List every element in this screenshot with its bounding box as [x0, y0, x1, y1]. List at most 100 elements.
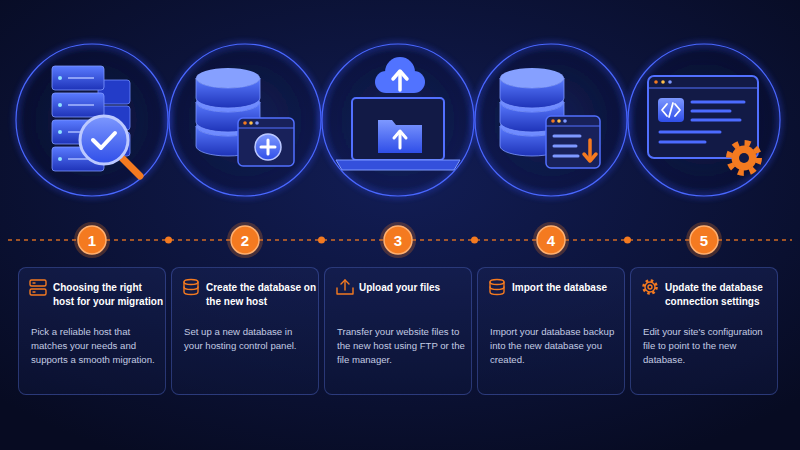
timeline-dot	[318, 237, 325, 244]
step-number: 2	[231, 226, 259, 254]
step-heading: Create the database on the new host	[206, 281, 318, 309]
step-description: Set up a new database in your hosting co…	[184, 325, 312, 353]
document-line	[554, 145, 576, 148]
folder-arrow-head	[394, 131, 406, 138]
number-glow	[74, 222, 110, 258]
number-glow	[227, 222, 263, 258]
ring	[322, 44, 474, 196]
document-line	[554, 135, 580, 138]
ring-glow	[169, 44, 321, 196]
timeline-dot	[165, 237, 172, 244]
code-symbol	[662, 103, 680, 117]
code-line	[692, 110, 730, 113]
gear-hole	[739, 153, 749, 163]
window	[238, 118, 294, 166]
document-line	[554, 155, 578, 158]
window-bar	[238, 128, 294, 129]
number-disc	[231, 226, 259, 254]
step-number: 5	[690, 226, 718, 254]
icon-part	[33, 291, 35, 292]
step-number-circle: 2	[231, 226, 259, 254]
laptop-screen	[352, 98, 444, 160]
window-dot	[255, 121, 259, 125]
server-illustration	[52, 66, 140, 176]
step-heading: Update the database connection settings	[665, 281, 777, 309]
icon-part	[184, 282, 198, 295]
code-line	[692, 101, 744, 104]
folder	[378, 120, 422, 153]
icon-part	[490, 287, 504, 290]
icon-part	[648, 285, 652, 289]
number-glow	[686, 222, 722, 258]
timeline-dot	[471, 237, 478, 244]
gear-icon	[644, 281, 657, 294]
config-illustration	[648, 76, 759, 173]
step-description: Import your database backup into the new…	[490, 325, 618, 367]
step-card: Create the database on the new hostSet u…	[171, 267, 319, 395]
ring	[169, 44, 321, 196]
ring	[628, 44, 780, 196]
dashed-line	[718, 239, 792, 241]
window-dot	[557, 119, 561, 123]
magnifier-glass	[80, 116, 128, 164]
step-number: 3	[384, 226, 412, 254]
timeline-dot	[624, 237, 631, 244]
server-icon	[30, 280, 46, 295]
window-bar	[546, 126, 600, 127]
server-light	[58, 130, 62, 134]
server-light	[58, 157, 62, 161]
icon-part	[184, 280, 198, 285]
step-number: 4	[537, 226, 565, 254]
step-description: Transfer your website files to the new h…	[337, 325, 465, 367]
icon-part	[30, 289, 46, 295]
ring	[16, 44, 168, 196]
code-badge	[658, 98, 684, 122]
import-illustration	[500, 68, 600, 168]
illustration-rings	[16, 44, 780, 196]
icon-part	[644, 281, 657, 294]
icon-part	[30, 280, 46, 286]
ring-glow	[322, 44, 474, 196]
upload-arrow-head	[393, 71, 407, 79]
server-slot	[68, 77, 94, 79]
window-dot	[654, 80, 658, 84]
gear-body	[732, 146, 757, 171]
step-heading: Import the database	[512, 281, 624, 295]
window-dot	[563, 119, 567, 123]
check-mark	[93, 133, 115, 148]
icon-part	[341, 280, 349, 284]
server-unit	[52, 93, 104, 117]
icon-part	[184, 287, 198, 290]
icon-part	[645, 282, 655, 292]
upload-illustration	[336, 57, 460, 170]
laptop-base	[336, 160, 460, 170]
icon-part	[33, 282, 35, 283]
step-number-circle: 4	[537, 226, 565, 254]
dashed-line	[8, 239, 78, 241]
step-description: Pick a reliable host that matches your n…	[31, 325, 159, 367]
step-heading: Choosing the right host for your migrati…	[53, 281, 165, 309]
document-window	[546, 116, 600, 168]
icon-part	[490, 282, 504, 295]
window-dot	[661, 80, 665, 84]
number-disc	[690, 226, 718, 254]
card-icons	[30, 280, 657, 296]
window-dot	[668, 80, 672, 84]
ring	[475, 44, 627, 196]
server-slot	[68, 104, 94, 106]
step-number-circle: 5	[690, 226, 718, 254]
step-card: Upload your filesTransfer your website f…	[324, 267, 472, 395]
number-glow	[380, 222, 416, 258]
number-disc	[384, 226, 412, 254]
step-description: Edit your site's configuration file to p…	[643, 325, 771, 367]
icon-part	[344, 280, 345, 290]
gear-teeth	[729, 143, 759, 173]
window-dot	[243, 121, 247, 125]
server-light	[58, 76, 62, 80]
number-disc	[78, 226, 106, 254]
step-number-circle: 3	[384, 226, 412, 254]
create-database-illustration	[196, 68, 294, 166]
